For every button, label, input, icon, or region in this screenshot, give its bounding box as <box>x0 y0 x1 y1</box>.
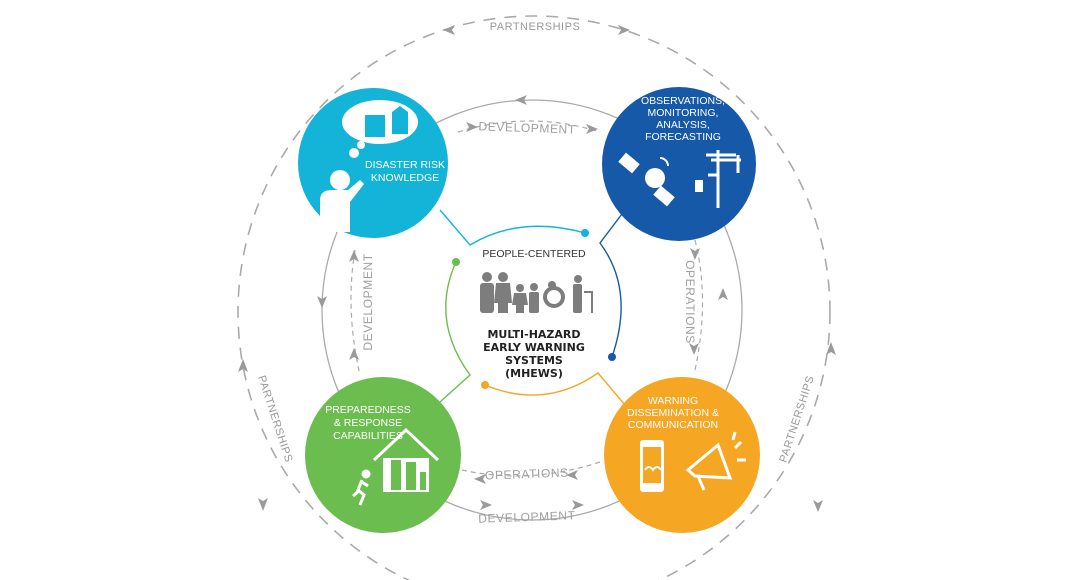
partnerships-label-right: PARTNERSHIPS <box>777 374 816 464</box>
preparedness-label-3: CAPABILITIES <box>333 430 403 442</box>
connector-dot-green <box>452 258 460 266</box>
flow-label-right: OPERATIONS <box>683 260 697 344</box>
partnerships-label-left: PARTNERSHIPS <box>255 374 294 464</box>
pillar-preparedness[interactable]: PREPAREDNESS & RESPONSE CAPABILITIES <box>305 377 461 533</box>
satellite-icon <box>618 152 675 207</box>
flow-label-bottom-inner: OPERATIONS <box>485 466 569 483</box>
warning-label-3: COMMUNICATION <box>628 419 718 431</box>
observations-label-1: OBSERVATIONS, <box>641 95 725 107</box>
center-subtitle: PEOPLE-CENTERED <box>482 248 586 260</box>
observations-label-3: ANALYSIS, <box>656 119 710 131</box>
partnership-arrows <box>238 25 836 512</box>
flow-arc-right <box>694 239 704 371</box>
observations-label-4: FORECASTING <box>645 131 721 143</box>
preparedness-label-2: & RESPONSE <box>334 417 402 429</box>
cycle-arrows <box>317 95 728 510</box>
disaster-risk-label-2: KNOWLEDGE <box>371 172 439 184</box>
running-person-icon <box>352 469 371 506</box>
partnerships-ring <box>237 15 831 580</box>
preparedness-label-1: PREPAREDNESS <box>325 404 411 416</box>
connector-dot-blue-light <box>581 229 589 237</box>
person-thinking-icon <box>320 100 418 232</box>
weather-station-icon <box>695 150 741 208</box>
flow-arc-left <box>350 249 361 376</box>
connector-dot-blue <box>608 353 616 361</box>
connector-dot-orange <box>481 381 489 389</box>
people-group-icon <box>480 272 593 313</box>
center-title-line-2: EARLY WARNING <box>483 341 585 354</box>
center-connectors <box>439 209 626 406</box>
partnerships-label-top: PARTNERSHIPS <box>490 21 581 33</box>
flow-arrowheads <box>349 122 700 484</box>
disaster-risk-label-1: DISASTER RISK <box>365 159 445 171</box>
pillar-observations[interactable]: OBSERVATIONS, MONITORING, ANALYSIS, FORE… <box>602 87 756 241</box>
observations-label-2: MONITORING, <box>648 107 719 119</box>
cycle-ring <box>321 99 743 521</box>
flow-label-top: DEVELOPMENT <box>478 119 576 136</box>
flow-label-bottom: DEVELOPMENT <box>478 508 576 525</box>
pillar-disaster-risk-knowledge[interactable]: DISASTER RISK KNOWLEDGE <box>298 88 448 238</box>
mobile-phone-icon <box>640 440 664 492</box>
center-title-line-4: (MHEWS) <box>505 367 563 380</box>
center-title-line-3: SYSTEMS <box>505 354 563 367</box>
flow-arc-top <box>457 120 601 133</box>
warning-label-2: DISSEMINATION & <box>627 407 719 419</box>
house-family-icon <box>372 427 440 492</box>
flow-label-left: DEVELOPMENT <box>361 253 375 350</box>
warning-label-1: WARNING <box>648 395 698 407</box>
center-title-line-1: MULTI-HAZARD <box>487 328 580 341</box>
pillar-warning-dissemination[interactable]: WARNING DISSEMINATION & COMMUNICATION <box>604 377 760 533</box>
megaphone-icon <box>685 431 746 491</box>
